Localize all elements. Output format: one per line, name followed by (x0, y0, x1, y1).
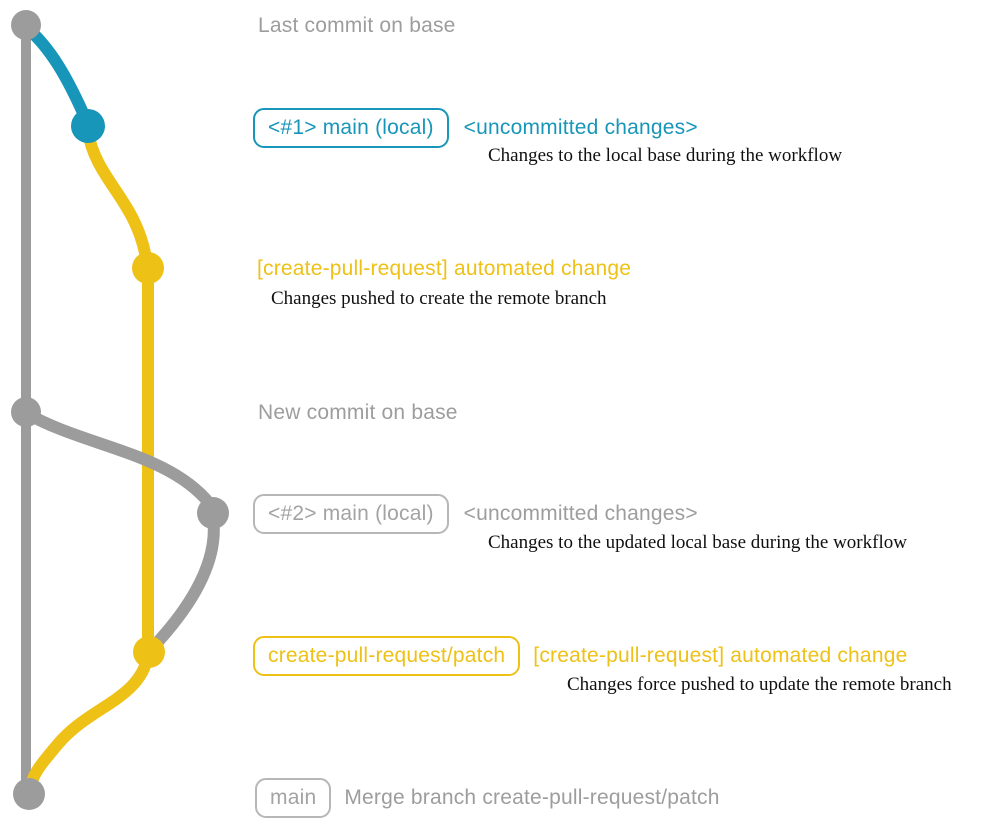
rebase-segment (149, 512, 220, 651)
updated-local-main-segment (20, 407, 216, 510)
branch-badge-main-local-2: <#2> main (local) (253, 494, 449, 534)
commit-desc-local-base-changes: Changes to the local base during the wor… (488, 145, 843, 166)
commit-title-automated-change-2: [create-pull-request] automated change (533, 644, 908, 667)
commit-dot-automated-change-2 (133, 636, 165, 668)
commit-dot-automated-change-1 (132, 252, 164, 284)
commit-dot-local-main-2 (197, 497, 229, 529)
commit-desc-pushed-create-branch: Changes pushed to create the remote bran… (271, 288, 607, 309)
patch-branch-segment-1 (82, 126, 152, 264)
commit-title-merge-branch: Merge branch create-pull-request/patch (344, 786, 720, 809)
row-merge-commit: main Merge branch create-pull-request/pa… (255, 778, 720, 818)
commit-dot-last-commit-on-base (11, 10, 41, 40)
branch-badge-create-pull-request-patch: create-pull-request/patch (253, 636, 521, 676)
commit-dot-merge-commit (13, 778, 45, 810)
commit-title-automated-change-1: [create-pull-request] automated change (257, 257, 632, 280)
commit-title-uncommitted-changes-2: <uncommitted changes> (463, 502, 698, 525)
row-local-main-1: <#1> main (local) <uncommitted changes> (253, 108, 698, 148)
patch-merge-segment (24, 650, 154, 796)
note-last-commit-on-base: Last commit on base (258, 14, 456, 37)
row-patch-branch: create-pull-request/patch [create-pull-r… (253, 636, 907, 676)
commit-title-uncommitted-changes-1: <uncommitted changes> (463, 116, 698, 139)
row-local-main-2: <#2> main (local) <uncommitted changes> (253, 494, 698, 534)
commit-dot-local-main-1 (71, 109, 105, 143)
commit-desc-updated-local-base-changes: Changes to the updated local base during… (488, 532, 907, 553)
commit-desc-force-pushed-update-branch: Changes force pushed to update the remot… (567, 674, 952, 695)
commit-dot-new-commit-on-base (11, 397, 41, 427)
branch-badge-main: main (255, 778, 332, 818)
local-main-branch-segment (20, 21, 93, 128)
branch-badge-main-local-1: <#1> main (local) (253, 108, 449, 148)
note-new-commit-on-base: New commit on base (258, 401, 458, 424)
